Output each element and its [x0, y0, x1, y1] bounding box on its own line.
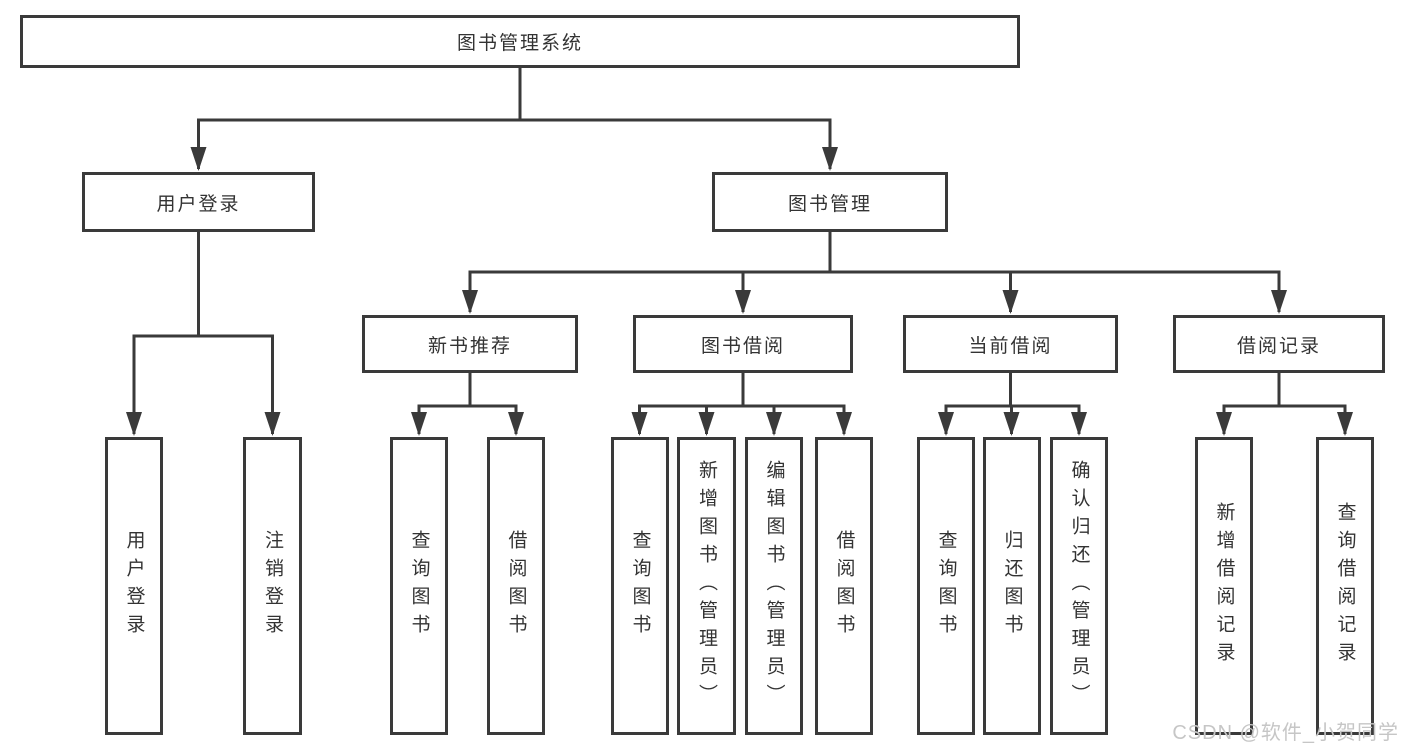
leaf-query-book-borrow: 查询图书: [611, 437, 669, 735]
node-root: 图书管理系统: [20, 15, 1020, 68]
leaf-query-book-recommend: 查询图书: [390, 437, 448, 735]
node-new-book-recommend: 新书推荐: [362, 315, 578, 373]
leaf-add-book-admin: 新增图书（管理员）: [677, 437, 736, 735]
leaf-user-login: 用户登录: [105, 437, 163, 735]
leaf-query-borrow-record: 查询借阅记录: [1316, 437, 1374, 735]
leaf-return-book: 归还图书: [983, 437, 1041, 735]
leaf-add-borrow-record: 新增借阅记录: [1195, 437, 1253, 735]
leaf-logout: 注销登录: [243, 437, 302, 735]
leaf-borrow-book-recommend: 借阅图书: [487, 437, 545, 735]
leaf-confirm-return-admin: 确认归还（管理员）: [1050, 437, 1108, 735]
leaf-edit-book-admin: 编辑图书（管理员）: [745, 437, 803, 735]
node-user-login: 用户登录: [82, 172, 315, 232]
node-book-management: 图书管理: [712, 172, 948, 232]
node-current-borrow: 当前借阅: [903, 315, 1118, 373]
leaf-borrow-book: 借阅图书: [815, 437, 873, 735]
csdn-watermark: CSDN @软件_小贺同学: [1172, 722, 1399, 744]
node-borrow-records: 借阅记录: [1173, 315, 1385, 373]
leaf-query-book-current: 查询图书: [917, 437, 975, 735]
node-book-borrow: 图书借阅: [633, 315, 853, 373]
